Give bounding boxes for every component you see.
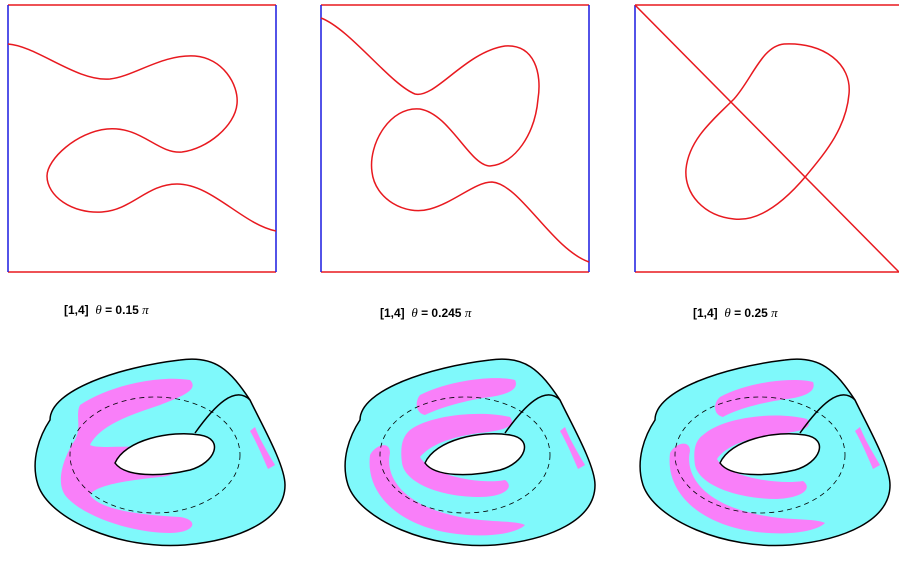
magenta-arc-inner <box>694 415 809 499</box>
torus-1 <box>20 335 300 555</box>
caption-1: [1,4] θ = 0.15 π <box>64 302 149 318</box>
square-plot-1 <box>7 4 277 273</box>
magenta-arc-outer <box>416 378 516 415</box>
caption-prefix: [1,4] <box>64 303 89 317</box>
square-plot-3 <box>634 4 899 273</box>
curve-lower <box>46 175 277 232</box>
closed-curve <box>685 43 850 220</box>
dashed-core-circle <box>69 396 241 514</box>
torus-2 <box>330 335 610 555</box>
inner-rim-edge <box>799 394 856 434</box>
diagonal-line <box>634 4 899 273</box>
magenta-arc-lower <box>369 445 525 536</box>
theta-symbol: θ <box>724 305 731 320</box>
hole-edge <box>114 432 216 476</box>
magenta-arc-outer <box>715 379 814 417</box>
dashed-core-circle <box>379 396 551 514</box>
magenta-band-right <box>250 427 275 469</box>
caption-value: = 0.245 <box>421 306 462 320</box>
torus-1-svg <box>34 358 286 547</box>
inner-rim-edge <box>194 394 251 434</box>
theta-symbol: θ <box>411 305 418 320</box>
torus-3 <box>625 335 899 555</box>
hole-edge <box>719 432 821 476</box>
pi-symbol: π <box>771 305 778 320</box>
torus-2-svg <box>344 358 596 547</box>
pi-symbol: π <box>142 302 149 317</box>
hole-edge <box>424 432 526 476</box>
curve-upper <box>7 43 238 177</box>
caption-prefix: [1,4] <box>380 306 405 320</box>
plot-2-svg <box>320 4 590 273</box>
pi-symbol: π <box>464 305 472 320</box>
plot-1-svg <box>7 4 277 273</box>
square-plot-2 <box>320 4 590 273</box>
curve-upper <box>320 17 590 263</box>
caption-prefix: [1,4] <box>693 306 718 320</box>
magenta-band-right <box>855 427 880 469</box>
caption-value: = 0.25 <box>734 306 768 320</box>
plot-3-svg <box>634 4 899 273</box>
inner-rim-edge <box>504 394 561 434</box>
dashed-core-circle <box>674 396 846 514</box>
theta-symbol: θ <box>95 302 102 317</box>
caption-3: [1,4] θ = 0.25 π <box>693 305 778 321</box>
magenta-band-right <box>560 427 585 469</box>
caption-2: [1,4] θ = 0.245 π <box>380 305 471 321</box>
magenta-arc-lower <box>669 443 825 534</box>
torus-3-svg <box>639 358 891 547</box>
magenta-arc-inner <box>401 413 512 497</box>
caption-value: = 0.15 <box>105 303 139 317</box>
